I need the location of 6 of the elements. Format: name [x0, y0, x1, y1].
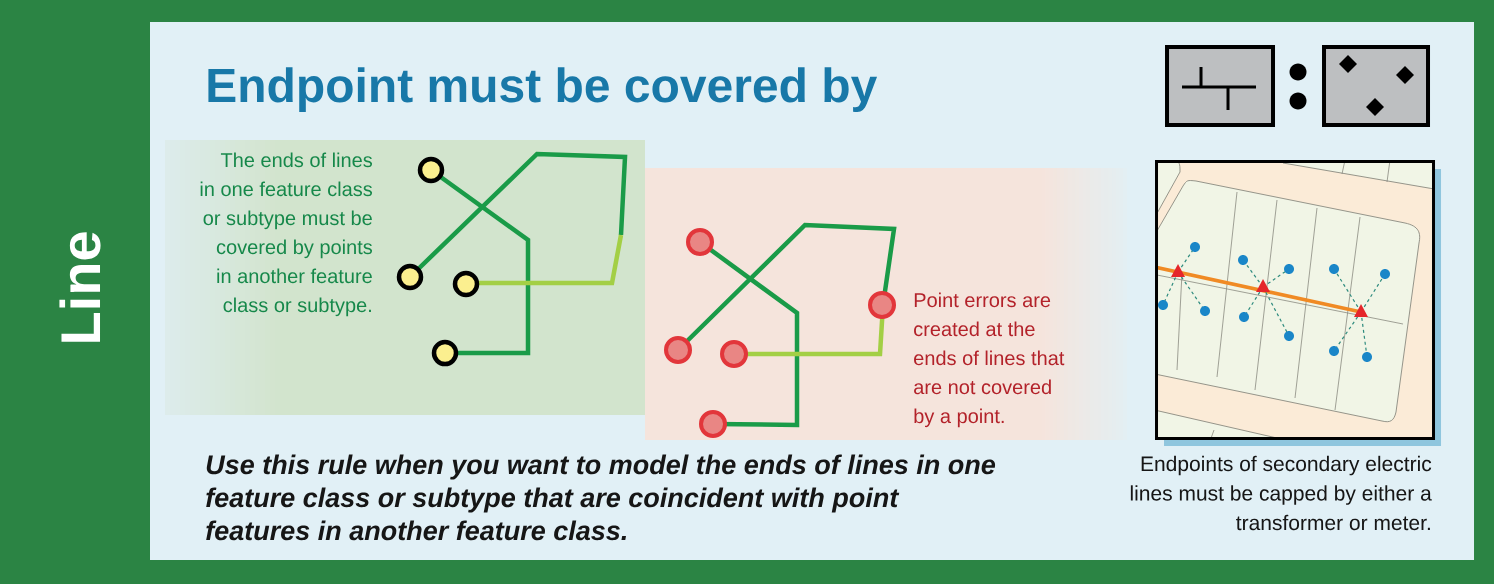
map-description: Endpoints of secondary electric lines must be capped by either a transformer or meter.	[1130, 455, 1432, 531]
map-picture	[1155, 160, 1441, 446]
text-panel: The ends of lines in one feature class or subtype must be covered by points in another feature class or subtype.	[165, 140, 645, 415]
side-label: Line	[59, 232, 101, 342]
note-text: Use this rule when you want to model the ends of lines in one feature class or subtype that are coincident with point features in another feature class.	[206, 454, 996, 541]
title: Endpoint must be covered by	[208, 67, 878, 112]
